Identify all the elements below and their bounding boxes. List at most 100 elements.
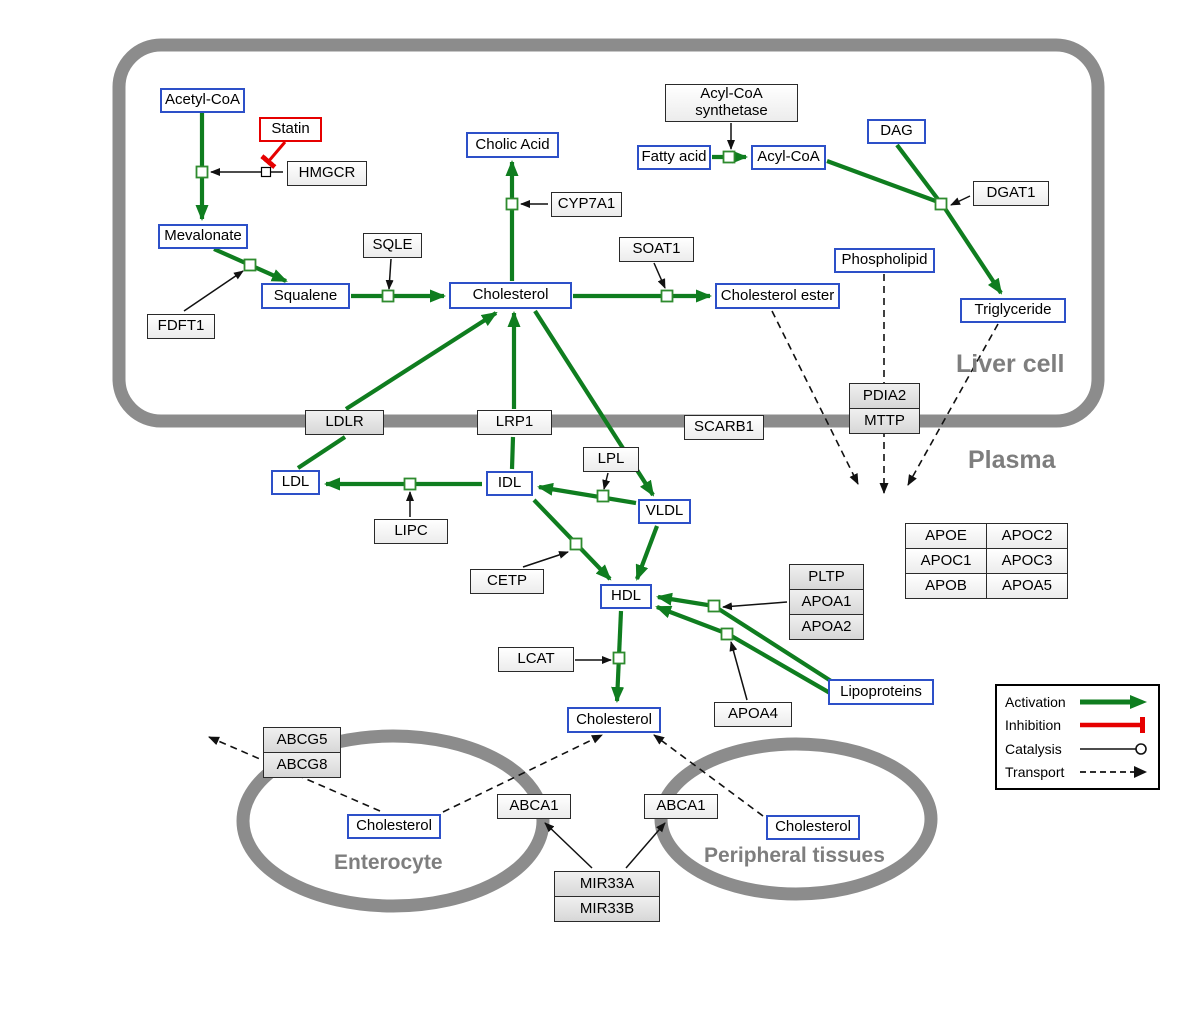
edge-catalysis-25: [653, 262, 666, 289]
node-lipoproteins[interactable]: Lipoproteins: [828, 679, 934, 705]
node-cholesterol-plasma[interactable]: Cholesterol: [567, 707, 661, 733]
node-cyp7a1[interactable]: CYP7A1: [551, 192, 622, 217]
edge-activation-10: [344, 311, 498, 411]
node-sqle[interactable]: SQLE: [363, 233, 422, 258]
node-apoa4[interactable]: APOA4: [714, 702, 792, 727]
inhibition-anchor-node-0: [260, 166, 272, 178]
edge-catalysis-34: [544, 822, 593, 869]
legend-item-inhibition: Inhibition: [1005, 714, 1150, 736]
edge-activation-9: [296, 435, 347, 470]
node-hdl[interactable]: HDL: [600, 584, 652, 609]
reaction-node-6: [934, 197, 948, 211]
reaction-node-10: [612, 651, 626, 665]
node-phospholipid[interactable]: Phospholipid: [834, 248, 935, 273]
node-lpl[interactable]: LPL: [583, 447, 639, 472]
node-ldl[interactable]: LDL: [271, 470, 320, 495]
node-triglyceride[interactable]: Triglyceride: [960, 298, 1066, 323]
node-squalene[interactable]: Squalene: [261, 283, 350, 309]
node-pltp[interactable]: PLTP: [789, 564, 864, 590]
node-idl[interactable]: IDL: [486, 471, 533, 496]
node-lipc[interactable]: LIPC: [374, 519, 448, 544]
edge-activation-11: [509, 436, 516, 470]
legend-inhibition-label: Inhibition: [1005, 717, 1062, 734]
reaction-node-3: [505, 197, 519, 211]
edge-activation-14: [537, 482, 637, 506]
reaction-node-7: [403, 477, 417, 491]
node-cetp[interactable]: CETP: [470, 569, 544, 594]
node-cholesterol-ester[interactable]: Cholesterol ester: [715, 283, 840, 309]
transport-dashed-arrow-icon: [1080, 766, 1147, 779]
node-apob[interactable]: APOB: [905, 573, 987, 599]
node-mttp[interactable]: MTTP: [849, 408, 920, 434]
node-apoc1[interactable]: APOC1: [905, 548, 987, 574]
node-cholesterol-liver[interactable]: Cholesterol: [449, 282, 572, 309]
node-ldlr[interactable]: LDLR: [305, 410, 384, 435]
node-mir33b[interactable]: MIR33B: [554, 896, 660, 922]
edge-activation-6: [826, 159, 942, 205]
reaction-node-2: [381, 289, 395, 303]
reaction-node-1: [243, 258, 257, 272]
legend-item-activation: Activation: [1005, 691, 1150, 713]
node-soat1[interactable]: SOAT1: [619, 237, 694, 262]
node-acetyl-coa[interactable]: Acetyl-CoA: [160, 88, 245, 113]
peripheral-tissues-membrane: [654, 737, 938, 901]
node-vldl[interactable]: VLDL: [638, 499, 691, 524]
node-apoe[interactable]: APOE: [905, 523, 987, 549]
node-hmgcr[interactable]: HMGCR: [287, 161, 367, 186]
catalysis-circle-icon: [1080, 742, 1147, 755]
node-pdia2[interactable]: PDIA2: [849, 383, 920, 409]
node-lrp1[interactable]: LRP1: [477, 410, 552, 435]
node-abca1-peripheral[interactable]: ABCA1: [644, 794, 718, 819]
node-apoc2[interactable]: APOC2: [986, 523, 1068, 549]
node-lcat[interactable]: LCAT: [498, 647, 574, 672]
reaction-node-11: [707, 599, 721, 613]
node-cholic-acid[interactable]: Cholic Acid: [466, 132, 559, 158]
node-fdft1[interactable]: FDFT1: [147, 314, 215, 339]
legend-item-catalysis: Catalysis: [1005, 738, 1150, 760]
edge-transport-41: [442, 734, 603, 813]
legend: Activation Inhibition Catalysis Transpor…: [995, 684, 1160, 790]
node-dgat1[interactable]: DGAT1: [973, 181, 1049, 206]
node-apoa2[interactable]: APOA2: [789, 614, 864, 640]
reaction-node-8: [596, 489, 610, 503]
edge-catalysis-33: [729, 641, 748, 701]
node-apoa1[interactable]: APOA1: [789, 589, 864, 615]
edge-catalysis-30: [522, 551, 569, 568]
node-mevalonate[interactable]: Mevalonate: [158, 224, 248, 249]
node-scarb1[interactable]: SCARB1: [684, 415, 764, 440]
node-abcg8[interactable]: ABCG8: [263, 752, 341, 778]
node-dag[interactable]: DAG: [867, 119, 926, 144]
enterocyte-membrane: [236, 729, 550, 913]
node-mir33a[interactable]: MIR33A: [554, 871, 660, 897]
node-abcg5[interactable]: ABCG5: [263, 727, 341, 753]
node-apoc3[interactable]: APOC3: [986, 548, 1068, 574]
legend-activation-label: Activation: [1005, 693, 1066, 710]
edge-transport-42: [653, 734, 764, 817]
node-acyl-coa[interactable]: Acyl-CoA: [751, 145, 826, 170]
node-acyl-coa-synthetase[interactable]: Acyl-CoA synthetase: [665, 84, 798, 122]
reaction-node-5: [722, 150, 736, 164]
inhibition-tbar-icon: [1080, 717, 1145, 734]
edge-transport-37: [771, 310, 859, 485]
reaction-node-12: [720, 627, 734, 641]
node-abca1-enterocyte[interactable]: ABCA1: [497, 794, 571, 819]
node-cholesterol-peripheral[interactable]: Cholesterol: [766, 815, 860, 840]
edge-activation-8: [942, 205, 1003, 295]
node-fatty-acid[interactable]: Fatty acid: [637, 145, 711, 170]
liver-cell-membrane: [112, 38, 1105, 428]
edge-catalysis-22: [183, 270, 244, 312]
reaction-node-4: [660, 289, 674, 303]
edge-activation-17: [635, 525, 659, 581]
edge-transport-39: [907, 323, 999, 486]
node-cholesterol-enterocyte[interactable]: Cholesterol: [347, 814, 441, 839]
edge-catalysis-32: [722, 601, 788, 611]
node-apoa5[interactable]: APOA5: [986, 573, 1068, 599]
edge-catalysis-35: [625, 822, 666, 869]
activation-arrow-icon: [1080, 694, 1147, 709]
edge-catalysis-23: [385, 258, 394, 290]
legend-item-transport: Transport: [1005, 761, 1150, 783]
node-statin[interactable]: Statin: [259, 117, 322, 142]
